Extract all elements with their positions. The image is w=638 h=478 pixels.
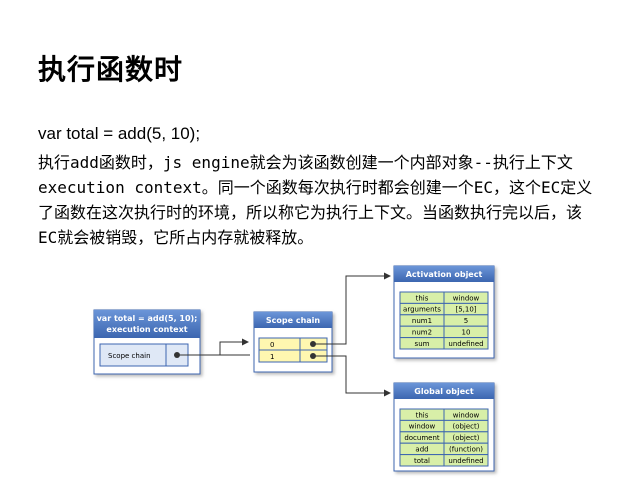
activation-object-value: undefined — [448, 340, 483, 348]
activation-object-title: Activation object — [406, 270, 483, 279]
activation-object-key: arguments — [403, 306, 441, 314]
global-object-value: (object) — [452, 423, 479, 431]
global-object-value: undefined — [448, 457, 483, 465]
execution-context-title-1: var total = add(5, 10); — [97, 314, 198, 323]
global-object-key: add — [415, 446, 428, 454]
paragraph: 执行add函数时，js engine就会为该函数创建一个内部对象--执行上下文e… — [38, 153, 593, 247]
global-object-key: window — [409, 423, 436, 431]
scope-chain-box: Scope chain 0 1 — [253, 311, 333, 373]
activation-object-value: 10 — [462, 329, 471, 337]
activation-object-key: sum — [415, 340, 430, 348]
execution-context-title-2: execution context — [106, 325, 187, 334]
global-object-title: Global object — [414, 387, 474, 396]
global-object-value: (object) — [452, 434, 479, 442]
scope-chain-title: Scope chain — [266, 316, 321, 325]
global-object-key: document — [404, 434, 440, 442]
pointer-dot — [174, 352, 180, 358]
activation-object-box: Activation object this window arguments [5,… — [393, 265, 495, 359]
arrow-ec-to-scope-path — [180, 338, 249, 356]
scope-chain-row-1: 1 — [270, 353, 274, 361]
global-object-value: window — [453, 411, 480, 419]
slide-title: 执行函数时 — [38, 53, 184, 86]
activation-object-value: [5,10] — [455, 306, 476, 314]
global-object-key: this — [416, 411, 429, 419]
code-line: var total = add(5, 10); — [38, 124, 201, 143]
activation-object-key: num2 — [412, 329, 432, 337]
activation-object-key: num1 — [412, 317, 432, 325]
global-object-key: total — [414, 457, 430, 465]
activation-object-value: 5 — [464, 317, 468, 325]
activation-object-value: window — [453, 294, 480, 302]
global-object-box: Global object this window window (object) do… — [393, 382, 495, 472]
execution-context-box: var total = add(5, 10); execution contex… — [93, 309, 201, 375]
activation-object-key: this — [416, 294, 429, 302]
global-object-value: (function) — [449, 446, 483, 454]
scope-chain-row-label: Scope chain — [108, 352, 151, 360]
arrow-to-activation — [313, 272, 391, 345]
scope-chain-row-0: 0 — [270, 341, 274, 349]
arrow-to-global — [313, 355, 391, 397]
